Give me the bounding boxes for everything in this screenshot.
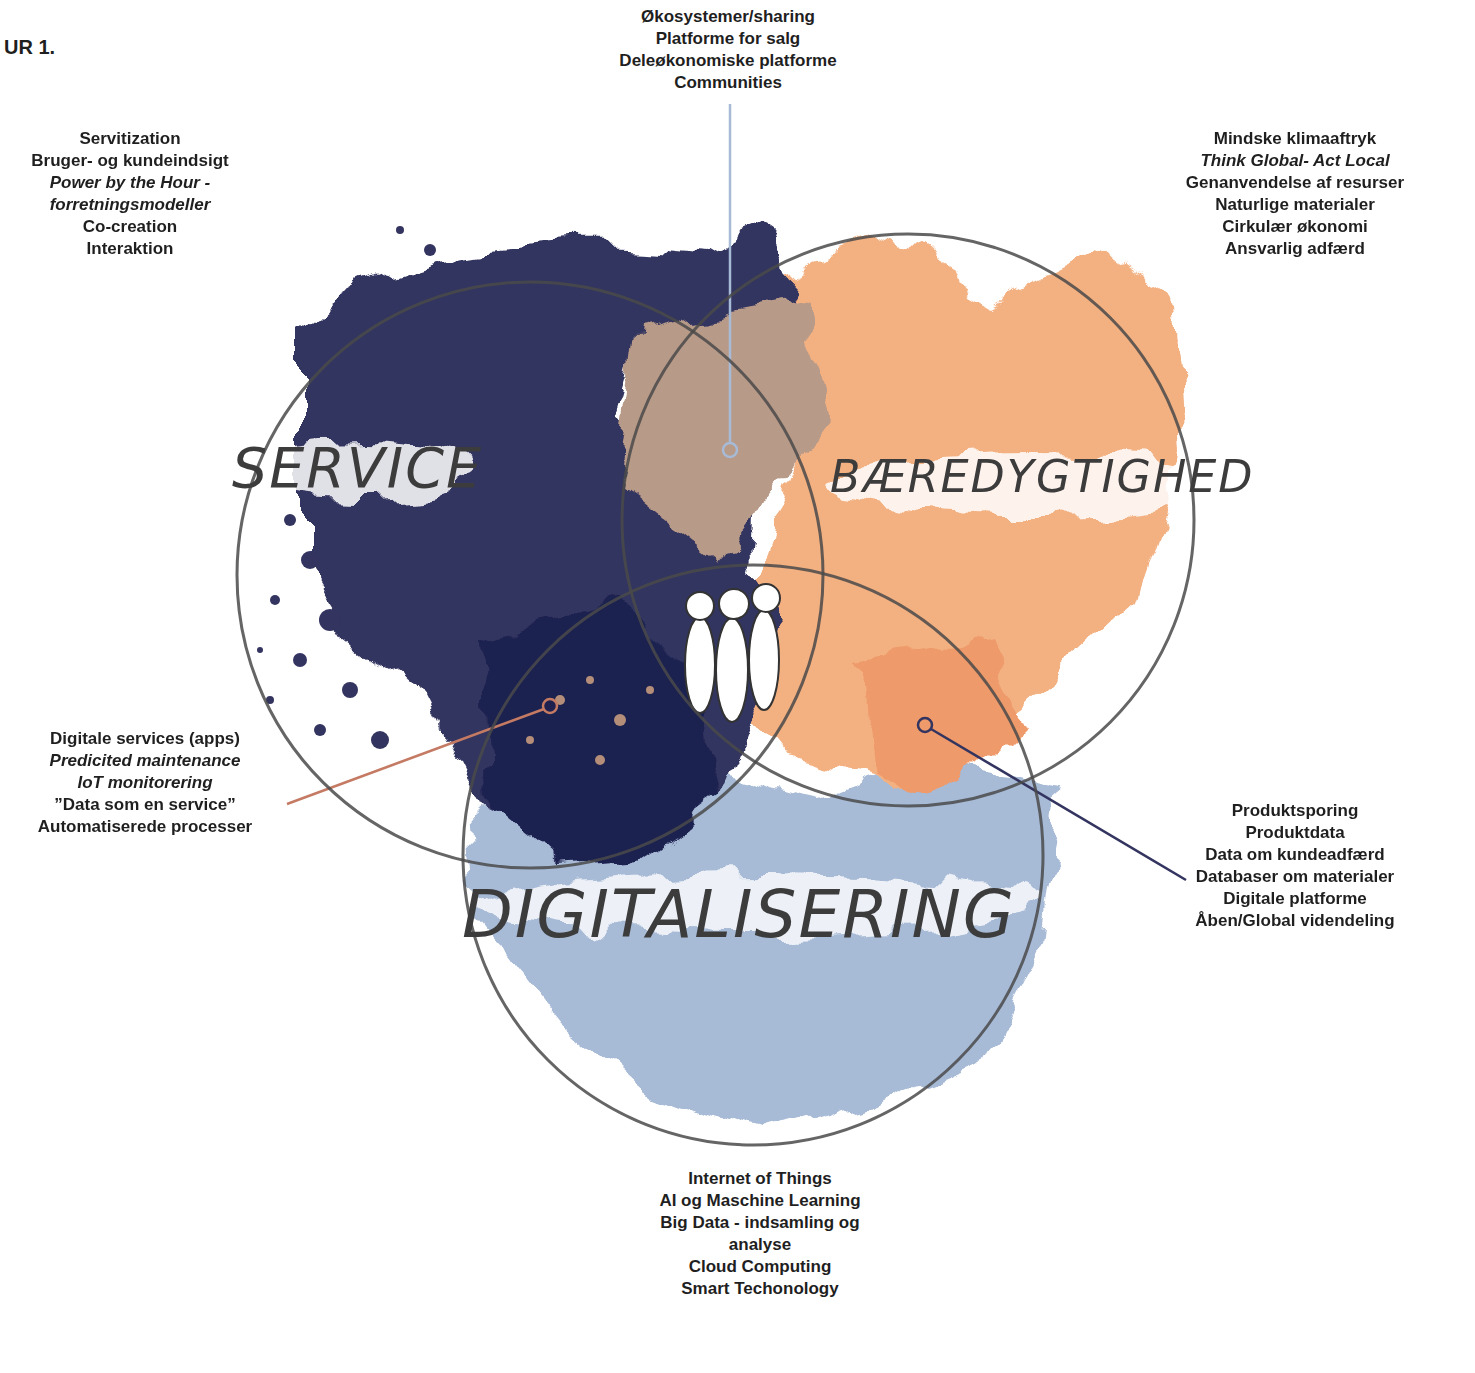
illustration-part [543, 699, 557, 713]
darkorange-paint [860, 640, 1030, 790]
illustration-part [371, 731, 389, 749]
list-item: Internet of Things [650, 1168, 870, 1190]
figure-title: UR 1. [4, 36, 55, 59]
circle-outline [461, 563, 1045, 1147]
illustration-part [719, 589, 749, 619]
illustration-part [240, 225, 1230, 1135]
illustration-part [293, 653, 307, 667]
list-item: IoT monitorering [10, 772, 280, 794]
list-item: Produktdata [1160, 822, 1430, 844]
illustration-part [685, 617, 715, 713]
brown-speckles [526, 676, 654, 765]
illustration-part [752, 584, 780, 612]
venn-circle: BÆREDYGTIGHED [620, 232, 1196, 808]
illustration-part [729, 104, 732, 443]
illustration-part [257, 647, 263, 653]
circle-outline [622, 234, 1194, 806]
list-item: Økosystemer/sharing [578, 6, 878, 28]
illustration-part [319, 609, 341, 631]
illustration-part [749, 610, 779, 710]
illustration-part [586, 676, 594, 684]
list-item: Cirkulær økonomi [1135, 216, 1455, 238]
illustration-part [918, 718, 932, 732]
list-item: Data om kundeadfærd [1160, 844, 1430, 866]
illustration-part [396, 226, 404, 234]
illustration-part [314, 724, 326, 736]
illustration-part [342, 682, 358, 698]
illustration-part [287, 709, 544, 804]
list-item: Digitale platforme [1160, 888, 1430, 910]
venn-circle: SERVICE [235, 280, 825, 870]
list-item: Deleøkonomiske platforme [578, 50, 878, 72]
list-item: Åben/Global videndeling [1160, 910, 1430, 932]
list-item: AI og Maschine Learning [650, 1190, 870, 1212]
illustration-part [526, 736, 534, 744]
illustration-part [270, 595, 280, 605]
list-item: Big Data - indsamling og analyse [650, 1212, 870, 1256]
list-item: Mindske klimaaftryk [1135, 128, 1455, 150]
list-item: Bruger- og kundeindsigt [10, 150, 250, 172]
list-item: Platforme for salg [578, 28, 878, 50]
list-item: Smart Techonology [650, 1278, 870, 1300]
illustration-part [931, 729, 1186, 880]
list-item: ”Data som en service” [10, 794, 280, 816]
illustration-part [716, 618, 748, 722]
people-figures [685, 584, 780, 722]
list-item: Ansvarlig adfærd [1135, 238, 1455, 260]
circle-heading: DIGITALISERING [462, 882, 1016, 948]
list-item: Power by the Hour - forretningsmodeller [10, 172, 250, 216]
text-list: Mindske klimaaftrykThink Global- Act Loc… [1135, 128, 1455, 260]
illustration-part [284, 514, 296, 526]
list-item: Co-creation [10, 216, 250, 238]
list-item: Interaktion [10, 238, 250, 260]
list-item: Produktsporing [1160, 800, 1430, 822]
circle-heading: BÆREDYGTIGHED [830, 455, 1255, 499]
list-item: Communities [578, 72, 878, 94]
venn-circle: DIGITALISERING [461, 563, 1045, 1147]
illustration-part [424, 244, 436, 256]
circle-outline [463, 565, 1043, 1145]
list-item: Predicited maintenance [10, 750, 280, 772]
circle-outline [237, 282, 823, 868]
illustration-part [301, 551, 319, 569]
list-item: Digitale services (apps) [10, 728, 280, 750]
list-item: Automatiserede processer [10, 816, 280, 838]
text-list: Digitale services (apps)Predicited maint… [10, 728, 280, 838]
circle-heading: SERVICE [232, 440, 483, 496]
illustration-part [614, 714, 626, 726]
illustration-part [723, 443, 737, 457]
circle-outline [620, 232, 1196, 808]
list-item: Think Global- Act Local [1135, 150, 1455, 172]
illustration-part [686, 592, 714, 620]
list-item: Servitization [10, 128, 250, 150]
text-list: Internet of ThingsAI og Maschine Learnin… [650, 1168, 870, 1300]
brown-paint [620, 300, 830, 560]
text-list: Økosystemer/sharingPlatforme for salgDel… [578, 6, 878, 94]
list-item: Cloud Computing [650, 1256, 870, 1278]
text-list: ProduktsporingProduktdataData om kundead… [1160, 800, 1430, 932]
circle-outline [235, 280, 825, 870]
list-item: Naturlige materialer [1135, 194, 1455, 216]
text-list: ServitizationBruger- og kundeindsigtPowe… [10, 128, 250, 260]
list-item: Genanvendelse af resurser [1135, 172, 1455, 194]
list-item: Databaser om materialer [1160, 866, 1430, 888]
illustration-part [595, 755, 605, 765]
illustration-part [646, 686, 654, 694]
